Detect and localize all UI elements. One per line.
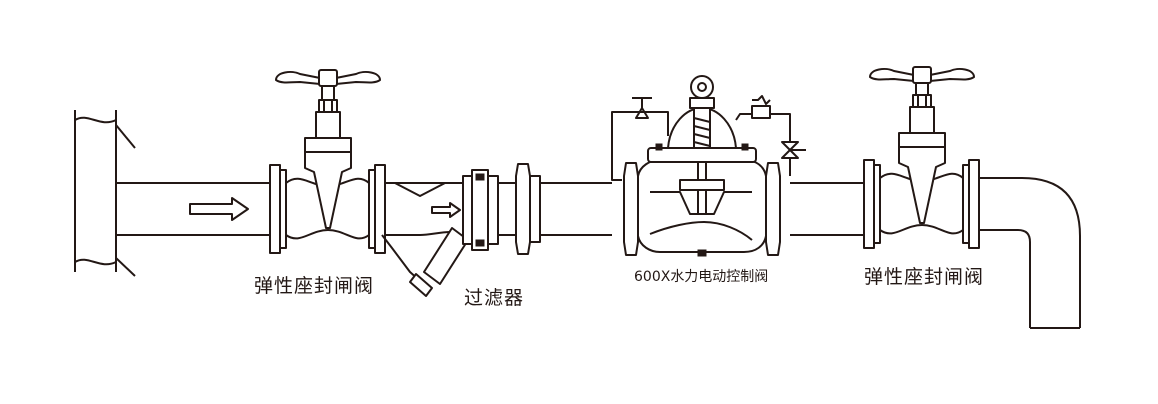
outlet-elbow [979, 177, 1081, 329]
handwheel-icon [869, 66, 975, 84]
control-valve-label: 600X水力电动控制阀 [634, 269, 769, 285]
handwheel-icon [275, 69, 381, 87]
control-valve [623, 75, 781, 257]
gate-valve-outlet-label: 弹性座封闸阀 [864, 266, 985, 288]
flow-arrow-small-icon [431, 202, 461, 218]
solenoid-icon [751, 95, 771, 119]
strainer-label: 过滤器 [464, 287, 525, 309]
needle-valve-icon [781, 128, 806, 159]
pilot-tubing [611, 95, 806, 181]
flow-arrow-icon [189, 197, 249, 221]
gate-valve-inlet-label: 弹性座封闸阀 [254, 275, 375, 297]
gate-valve-outlet [863, 66, 980, 249]
pipe-flange [515, 163, 541, 255]
y-strainer [381, 169, 499, 297]
main-pipe [116, 182, 866, 236]
inlet-riser [74, 110, 136, 277]
gate-valve-inlet [269, 69, 386, 254]
